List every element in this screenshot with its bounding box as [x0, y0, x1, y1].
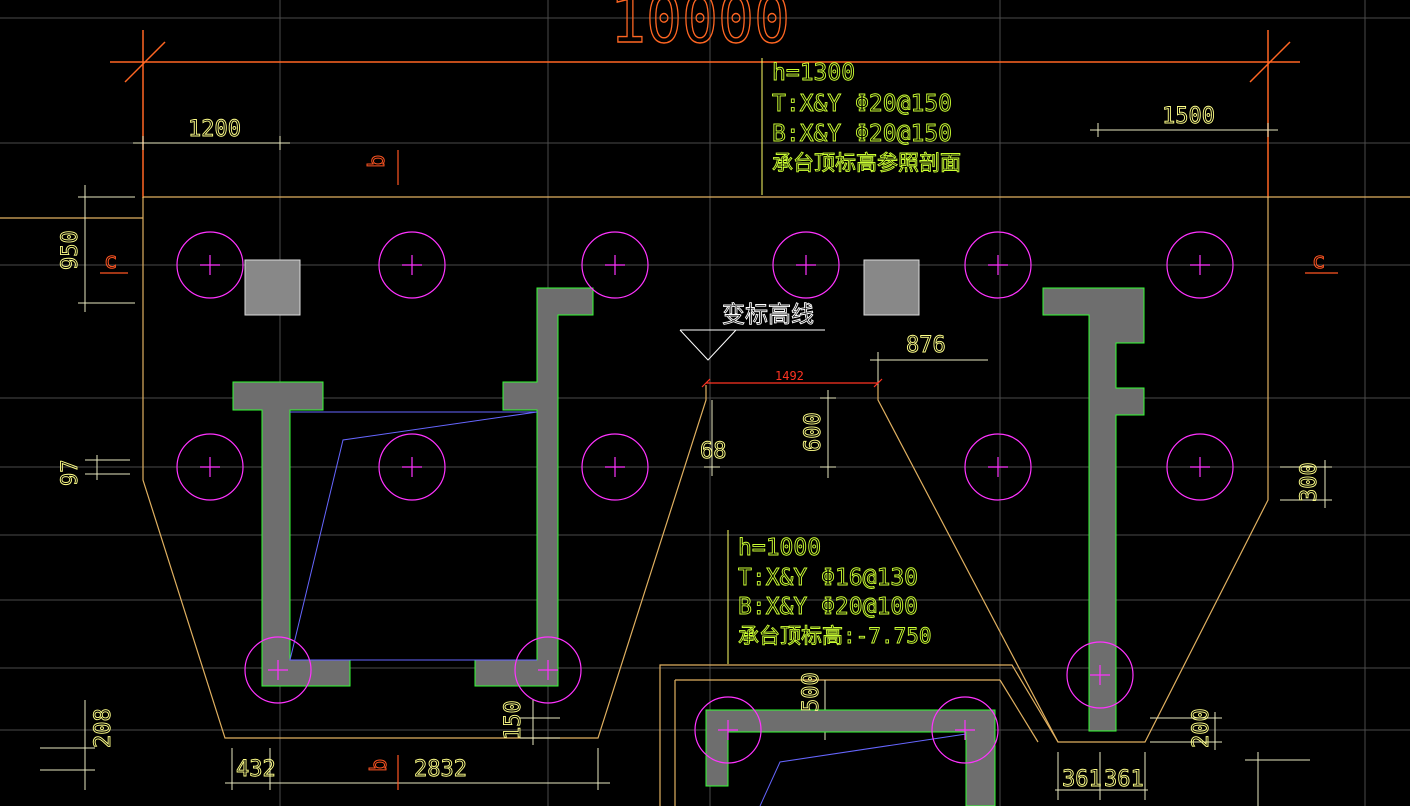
pile	[244, 636, 312, 704]
dim-600: 600	[801, 412, 826, 452]
pile	[964, 433, 1032, 501]
pile	[1166, 433, 1234, 501]
piles	[176, 231, 1234, 764]
dimension-texts: 1200 1500 950 97 876 68 600 300 500 200 …	[58, 104, 1323, 793]
note-upper-remark: 承台顶标高参照剖面	[772, 151, 961, 175]
note-lower-top: T:X&Y Φ16@130	[738, 565, 918, 591]
top-dimension-line	[110, 30, 1300, 198]
pile-cap-outline	[0, 196, 1410, 806]
dim-150: 150	[501, 700, 526, 740]
level-change-label: 变标高线	[722, 302, 814, 328]
column-2	[863, 259, 920, 316]
dim-500: 500	[799, 672, 824, 712]
note-upper-top: T:X&Y Φ20@150	[772, 91, 952, 117]
dim-1500: 1500	[1162, 104, 1215, 129]
pile	[176, 231, 244, 299]
section-mark-c-left: c	[104, 249, 117, 274]
dim-68: 68	[700, 439, 727, 464]
wall-bottom	[705, 709, 996, 806]
top-dimension-text: 10000	[610, 0, 790, 58]
dim-361-a: 361	[1062, 767, 1102, 792]
pile	[772, 231, 840, 299]
dim-950: 950	[58, 230, 83, 270]
dim-2832: 2832	[414, 757, 467, 782]
columns	[244, 259, 920, 316]
section-mark-c-right: c	[1312, 249, 1325, 274]
pile	[581, 231, 649, 299]
pile	[378, 433, 446, 501]
pile	[514, 636, 582, 704]
note-lower-remark: 承台顶标高:-7.750	[738, 624, 932, 648]
dim-1492: 1492	[775, 369, 804, 383]
dim-208: 208	[91, 708, 116, 748]
core-diagonal-lines	[289, 411, 967, 806]
dim-361-b: 361	[1104, 767, 1144, 792]
section-mark-b-top: b	[365, 155, 390, 168]
pile	[378, 231, 446, 299]
note-lower: h=1000 T:X&Y Φ16@130 B:X&Y Φ20@100 承台顶标高…	[738, 535, 932, 649]
dim-200: 200	[1189, 708, 1214, 748]
pile	[1066, 641, 1134, 709]
note-upper-h: h=1300	[772, 60, 855, 86]
section-mark-lines	[100, 150, 1338, 790]
dim-432: 432	[236, 757, 276, 782]
dim-97: 97	[58, 460, 83, 487]
note-upper: h=1300 T:X&Y Φ20@150 B:X&Y Φ20@150 承台顶标高…	[772, 60, 962, 176]
dimension-lines	[40, 123, 1332, 806]
pile	[964, 231, 1032, 299]
dimension-1492-line	[701, 378, 883, 388]
wall-middle	[474, 287, 594, 687]
note-lower-bottom: B:X&Y Φ20@100	[738, 594, 918, 620]
walls	[232, 287, 1145, 806]
pile	[931, 696, 999, 764]
dim-1200: 1200	[188, 117, 241, 142]
pile	[581, 433, 649, 501]
pile	[1166, 231, 1234, 299]
section-mark-b-bottom: b	[367, 759, 392, 772]
dim-876: 876	[906, 333, 946, 358]
level-change-symbol	[679, 329, 825, 361]
dim-300: 300	[1297, 462, 1322, 502]
pile	[176, 433, 244, 501]
pile	[694, 696, 762, 764]
column-1	[244, 259, 301, 316]
note-leaders	[727, 58, 763, 664]
wall-right	[1042, 287, 1145, 732]
note-lower-h: h=1000	[738, 535, 821, 561]
note-upper-bottom: B:X&Y Φ20@150	[772, 121, 952, 147]
